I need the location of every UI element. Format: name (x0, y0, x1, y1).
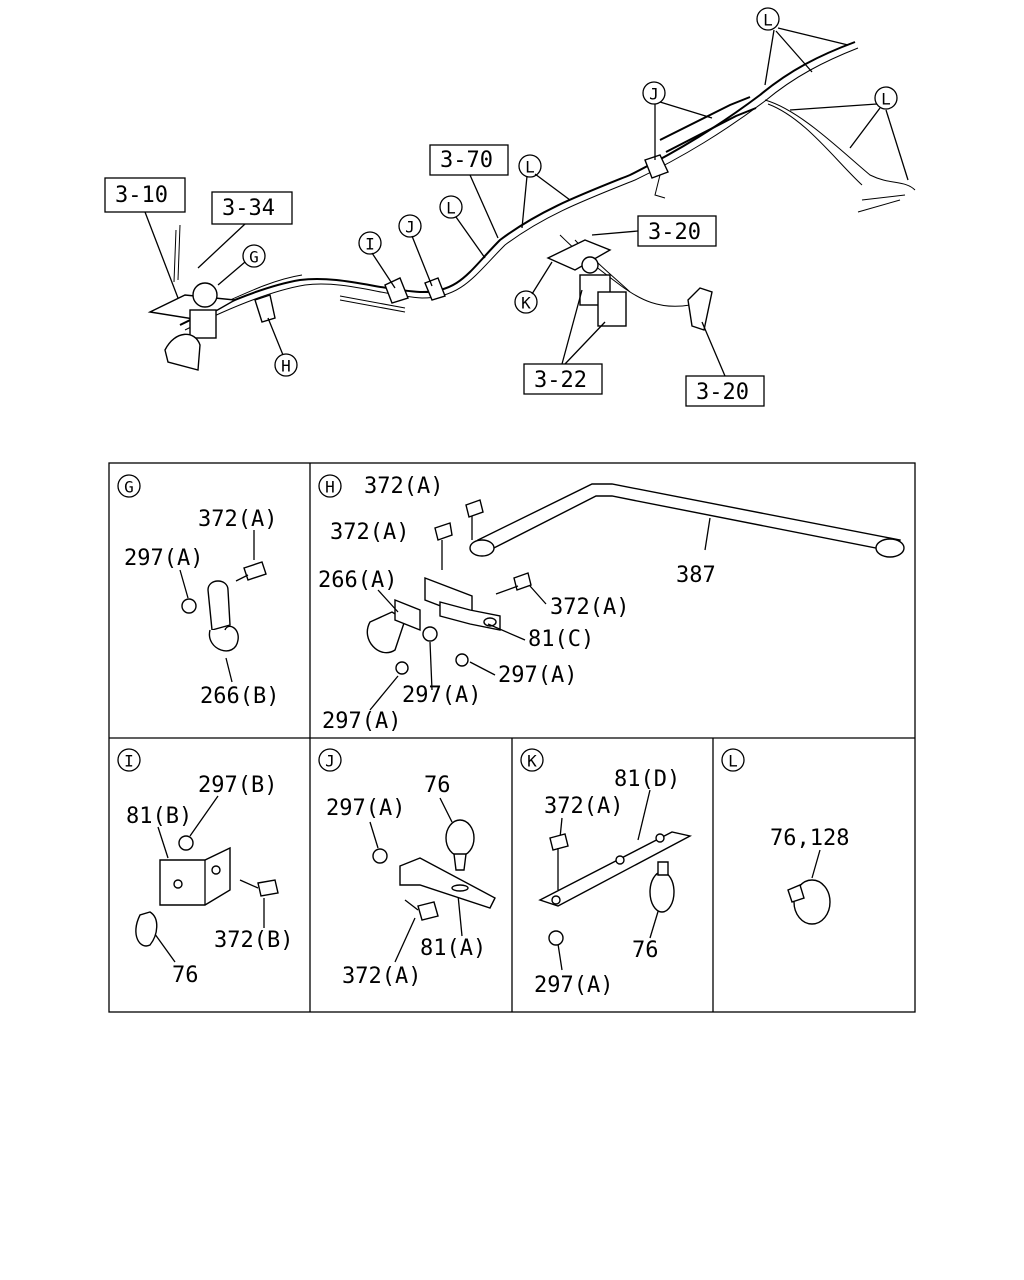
callout-K: K (514, 261, 553, 314)
ref-box-3-22: 3-22 (523, 289, 606, 395)
svg-text:H: H (325, 478, 335, 497)
svg-text:372(A): 372(A) (330, 520, 409, 545)
svg-text:81(D): 81(D) (614, 767, 680, 792)
svg-text:372(A): 372(A) (342, 964, 421, 989)
svg-text:297(A): 297(A) (402, 683, 481, 708)
svg-text:3-20: 3-20 (696, 380, 749, 405)
svg-text:L: L (446, 199, 456, 218)
svg-text:3-10: 3-10 (115, 183, 168, 208)
svg-text:76,128: 76,128 (770, 826, 849, 851)
callout-L-right: L (789, 86, 909, 181)
svg-text:297(A): 297(A) (498, 663, 577, 688)
svg-text:J: J (405, 218, 415, 237)
svg-text:372(A): 372(A) (364, 474, 443, 499)
svg-text:J: J (649, 85, 659, 104)
svg-text:L: L (525, 158, 535, 177)
svg-text:I: I (124, 752, 134, 771)
svg-text:K: K (521, 294, 531, 313)
svg-text:372(A): 372(A) (198, 507, 277, 532)
svg-text:76: 76 (632, 938, 659, 963)
svg-text:3-70: 3-70 (440, 148, 493, 173)
svg-text:L: L (728, 752, 738, 771)
svg-text:76: 76 (424, 773, 451, 798)
callout-J-right: J (642, 81, 713, 160)
svg-text:297(A): 297(A) (322, 709, 401, 734)
assembly-overview (147, 41, 916, 371)
svg-text:297(B): 297(B) (198, 773, 277, 798)
svg-text:81(C): 81(C) (528, 627, 594, 652)
svg-text:387: 387 (676, 563, 716, 588)
svg-text:I: I (365, 235, 375, 254)
svg-text:J: J (325, 752, 335, 771)
panel-G: G 372(A) 297(A) 266(B) (117, 474, 279, 709)
ref-box-3-10: 3-10 (104, 177, 186, 299)
svg-text:3-34: 3-34 (222, 196, 275, 221)
panel-L: L 76,128 (721, 748, 849, 925)
svg-text:76: 76 (172, 963, 199, 988)
callout-J-left: J (398, 214, 433, 287)
callout-I: I (358, 231, 396, 289)
svg-text:3-20: 3-20 (648, 220, 701, 245)
svg-text:G: G (249, 248, 259, 267)
ref-box-3-34: 3-34 (197, 191, 293, 269)
callout-L-mid: L (439, 195, 486, 259)
svg-text:297(A): 297(A) (326, 796, 405, 821)
callout-H: H (267, 317, 298, 377)
panel-H: H 372(A) 372(A) 266(A) 372(A) 387 81(C) … (318, 474, 905, 734)
svg-text:297(A): 297(A) (124, 546, 203, 571)
detail-grid (108, 462, 916, 1013)
svg-text:266(A): 266(A) (318, 568, 397, 593)
svg-text:L: L (881, 90, 891, 109)
svg-text:3-22: 3-22 (534, 368, 587, 393)
svg-text:297(A): 297(A) (534, 973, 613, 998)
svg-text:K: K (527, 752, 537, 771)
ref-box-3-20-upper: 3-20 (591, 215, 717, 247)
svg-text:266(B): 266(B) (200, 684, 279, 709)
svg-text:L: L (763, 11, 773, 30)
svg-text:372(A): 372(A) (550, 595, 629, 620)
callout-L-top: L (756, 7, 849, 86)
callout-L-center: L (518, 154, 571, 229)
svg-text:H: H (281, 357, 291, 376)
callout-G: G (217, 244, 266, 286)
panel-J: J 76 297(A) 81(A) 372(A) (318, 748, 496, 989)
svg-text:G: G (124, 478, 134, 497)
panel-K: K 81(D) 372(A) 76 297(A) (520, 748, 693, 998)
ref-box-3-70: 3-70 (429, 144, 509, 239)
svg-text:372(B): 372(B) (214, 928, 293, 953)
svg-text:81(B): 81(B) (126, 804, 192, 829)
panel-I: I 297(B) 81(B) 372(B) 76 (117, 748, 293, 988)
ref-box-3-20-lower: 3-20 (685, 321, 765, 407)
svg-text:81(A): 81(A) (420, 936, 486, 961)
svg-text:372(A): 372(A) (544, 794, 623, 819)
